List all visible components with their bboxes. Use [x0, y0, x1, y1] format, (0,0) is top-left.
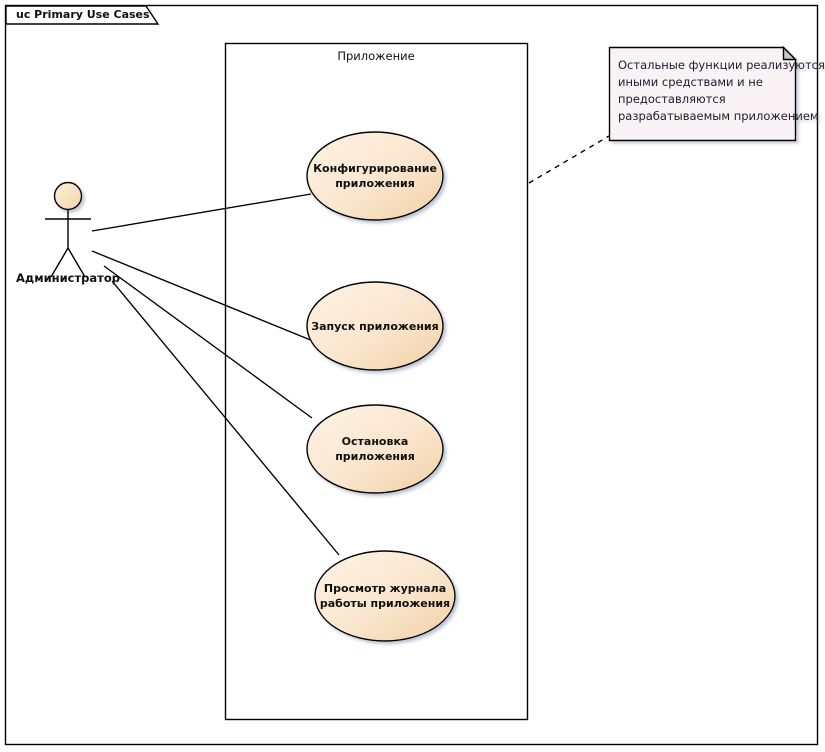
system-boundary-label: Приложение — [337, 49, 414, 63]
note-folded-corner-icon — [782, 45, 798, 61]
stick-figure-actor-icon — [45, 181, 91, 278]
actor-leg-right — [67, 247, 86, 278]
association-connectors — [91, 193, 340, 556]
actor-leg-left — [50, 247, 69, 278]
use-case-start[interactable]: Запуск приложения — [306, 281, 444, 371]
system-boundary[interactable]: Приложение — [224, 42, 529, 721]
use-case-ellipse[interactable] — [306, 131, 444, 221]
use-case-ellipse[interactable] — [314, 550, 456, 642]
note-line-4: разрабатываемым приложением — [618, 109, 819, 123]
use-case-label-line-1: Остановка — [342, 435, 409, 448]
use-case-label-line-1: Конфигурирование — [313, 162, 437, 175]
use-case-label-line-2: работы приложения — [320, 597, 450, 610]
use-case-label-line-1: Просмотр журнала — [324, 582, 446, 595]
use-case-stop[interactable]: Остановка приложения — [306, 404, 444, 494]
note-line-2: иными средствами и не — [618, 75, 763, 89]
actor-label: Администратор — [16, 271, 120, 285]
note-line-3: предоставляются — [618, 92, 726, 106]
association-actor-to-view-log[interactable] — [111, 280, 340, 556]
note-body[interactable] — [608, 46, 797, 142]
system-boundary-rect[interactable] — [224, 42, 529, 721]
use-case-ellipse[interactable] — [306, 281, 444, 371]
frame-title-tab — [5, 5, 160, 25]
note-comment[interactable]: Остальные функции реализуются иными сред… — [608, 45, 825, 142]
association-actor-to-configure[interactable] — [91, 193, 312, 232]
note-line-1: Остальные функции реализуются — [618, 58, 825, 72]
actor-head — [53, 181, 83, 211]
association-actor-to-stop[interactable] — [103, 265, 313, 419]
association-actor-to-start[interactable] — [91, 250, 314, 342]
use-case-label-line-1: Запуск приложения — [311, 320, 438, 333]
use-case-view-log[interactable]: Просмотр журнала работы приложения — [314, 550, 456, 642]
frame-title-label: uc Primary Use Cases — [16, 8, 150, 21]
use-case-label-line-2: приложения — [335, 450, 415, 463]
use-case-configure[interactable]: Конфигурирование приложения — [306, 131, 444, 221]
use-case-ellipse[interactable] — [306, 404, 444, 494]
use-case-label-line-2: приложения — [335, 177, 415, 190]
actor-administrator[interactable]: Администратор — [16, 181, 120, 286]
